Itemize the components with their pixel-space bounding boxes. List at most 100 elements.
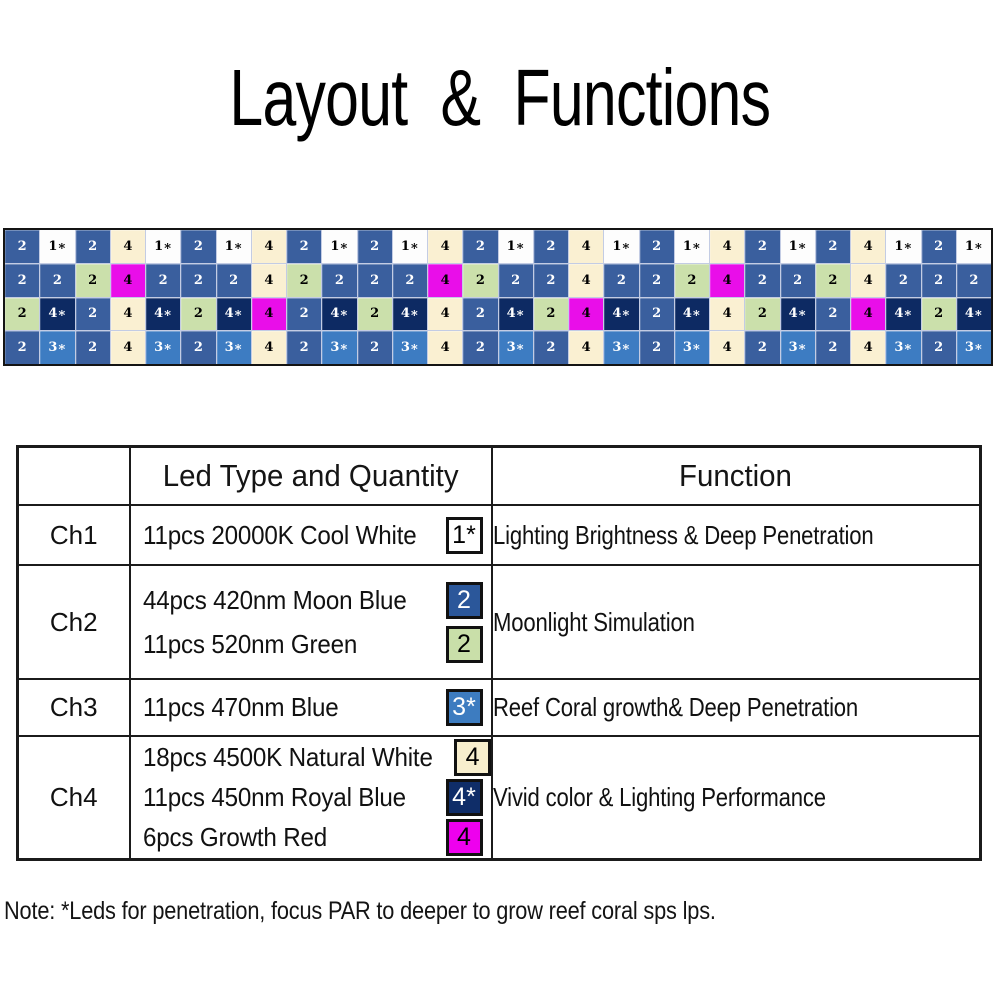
led-cell: 2	[533, 230, 568, 263]
column-header-function: Function	[490, 445, 982, 506]
led-cell: 4	[710, 297, 745, 331]
led-cell: 3∗	[40, 331, 75, 364]
led-cell: 4	[710, 263, 745, 297]
led-cell: 2	[780, 263, 815, 297]
led-cell: 2	[815, 331, 850, 364]
led-description: 11pcs 520nm Green	[142, 628, 357, 659]
led-cell: 2	[5, 230, 40, 263]
led-cell: 2	[921, 230, 956, 263]
led-cell: 4	[251, 297, 286, 331]
led-cell: 4∗	[392, 297, 427, 331]
led-line: 18pcs 4500K Natural White 4	[142, 739, 490, 776]
function-description: Vivid color & Lighting Performance	[492, 782, 826, 812]
led-cell: 4	[110, 230, 145, 263]
led-cell: 4	[110, 331, 145, 364]
page-title: Layout & Functions	[229, 53, 772, 142]
led-cell: 2	[463, 263, 498, 297]
led-cell: 2	[181, 230, 216, 263]
led-description: 44pcs 420nm Moon Blue	[142, 584, 407, 615]
led-description: 11pcs 20000K Cool White	[142, 519, 417, 550]
led-cell: 2	[745, 331, 780, 364]
function-description: Moonlight Simulation	[492, 606, 695, 637]
led-cell: 3∗	[322, 331, 357, 364]
function-cell: Vivid color & Lighting Performance	[490, 735, 982, 861]
led-cell: 1∗	[322, 230, 357, 263]
led-cell: 2	[533, 297, 568, 331]
led-cell: 4	[710, 230, 745, 263]
led-cell: 3∗	[498, 331, 533, 364]
led-cell: 2	[357, 331, 392, 364]
led-cell: 4	[569, 331, 604, 364]
led-cell: 4∗	[146, 297, 181, 331]
led-cell: 4∗	[322, 297, 357, 331]
led-color-swatch: 2	[445, 625, 483, 663]
led-cell: 2	[357, 263, 392, 297]
led-cell: 4	[251, 263, 286, 297]
led-cell: 2	[322, 263, 357, 297]
led-cell: 3∗	[886, 331, 921, 364]
led-cell: 3∗	[780, 331, 815, 364]
led-color-swatch: 2	[445, 581, 483, 619]
led-cell: 3∗	[956, 331, 991, 364]
led-cell: 2	[463, 230, 498, 263]
led-cell: 4	[851, 331, 886, 364]
led-cell: 4	[851, 297, 886, 331]
led-cell: 4∗	[604, 297, 639, 331]
led-cell: 4	[428, 230, 463, 263]
led-cell: 2	[5, 263, 40, 297]
table-row: Ch3 11pcs 470nm Blue 3*Reef Coral growth& …	[16, 678, 982, 737]
led-cell: 2	[75, 331, 110, 364]
led-cell: 2	[392, 263, 427, 297]
led-cell: 4	[251, 230, 286, 263]
led-cell: 4	[428, 263, 463, 297]
led-cell: 4∗	[886, 297, 921, 331]
led-line: 44pcs 420nm Moon Blue 2	[142, 581, 483, 619]
led-description: 11pcs 470nm Blue	[142, 692, 339, 722]
led-cell: 2	[886, 263, 921, 297]
led-cell: 2	[815, 230, 850, 263]
led-cell: 2	[639, 297, 674, 331]
led-cell: 1∗	[886, 230, 921, 263]
led-cell: 2	[357, 230, 392, 263]
led-cell: 1∗	[146, 230, 181, 263]
column-header-led-type: Led Type and Quantity	[128, 445, 493, 506]
led-type-cell: 11pcs 470nm Blue 3*	[128, 678, 493, 737]
led-description: 18pcs 4500K Natural White	[142, 742, 433, 772]
led-line: 11pcs 520nm Green 2	[142, 625, 483, 663]
led-cell: 4∗	[216, 297, 251, 331]
channel-label: Ch2	[16, 564, 131, 680]
led-cell: 2	[5, 331, 40, 364]
led-cell: 4	[569, 297, 604, 331]
led-cell: 1∗	[40, 230, 75, 263]
table-header-row: Led Type and Quantity Function	[16, 445, 982, 506]
led-cell: 2	[533, 331, 568, 364]
led-type-cell: 44pcs 420nm Moon Blue 2 11pcs 520nm Green 2	[128, 564, 493, 680]
empty-header-cell	[16, 445, 131, 506]
function-cell: Reef Coral growth& Deep Penetration	[490, 678, 982, 737]
led-color-swatch: 3*	[445, 689, 483, 726]
led-cell: 4∗	[674, 297, 709, 331]
led-cell: 2	[75, 297, 110, 331]
led-cell: 1∗	[780, 230, 815, 263]
led-cell: 2	[357, 297, 392, 331]
led-cell: 2	[815, 297, 850, 331]
led-cell: 4	[851, 263, 886, 297]
led-color-swatch: 4*	[445, 779, 483, 816]
led-cell: 2	[181, 263, 216, 297]
led-cell: 2	[287, 297, 322, 331]
led-cell: 2	[745, 297, 780, 331]
led-cell: 2	[815, 263, 850, 297]
led-cell: 1∗	[216, 230, 251, 263]
channel-label: Ch3	[16, 678, 131, 737]
channel-label: Ch4	[16, 735, 131, 861]
led-color-swatch: 4	[454, 739, 490, 776]
